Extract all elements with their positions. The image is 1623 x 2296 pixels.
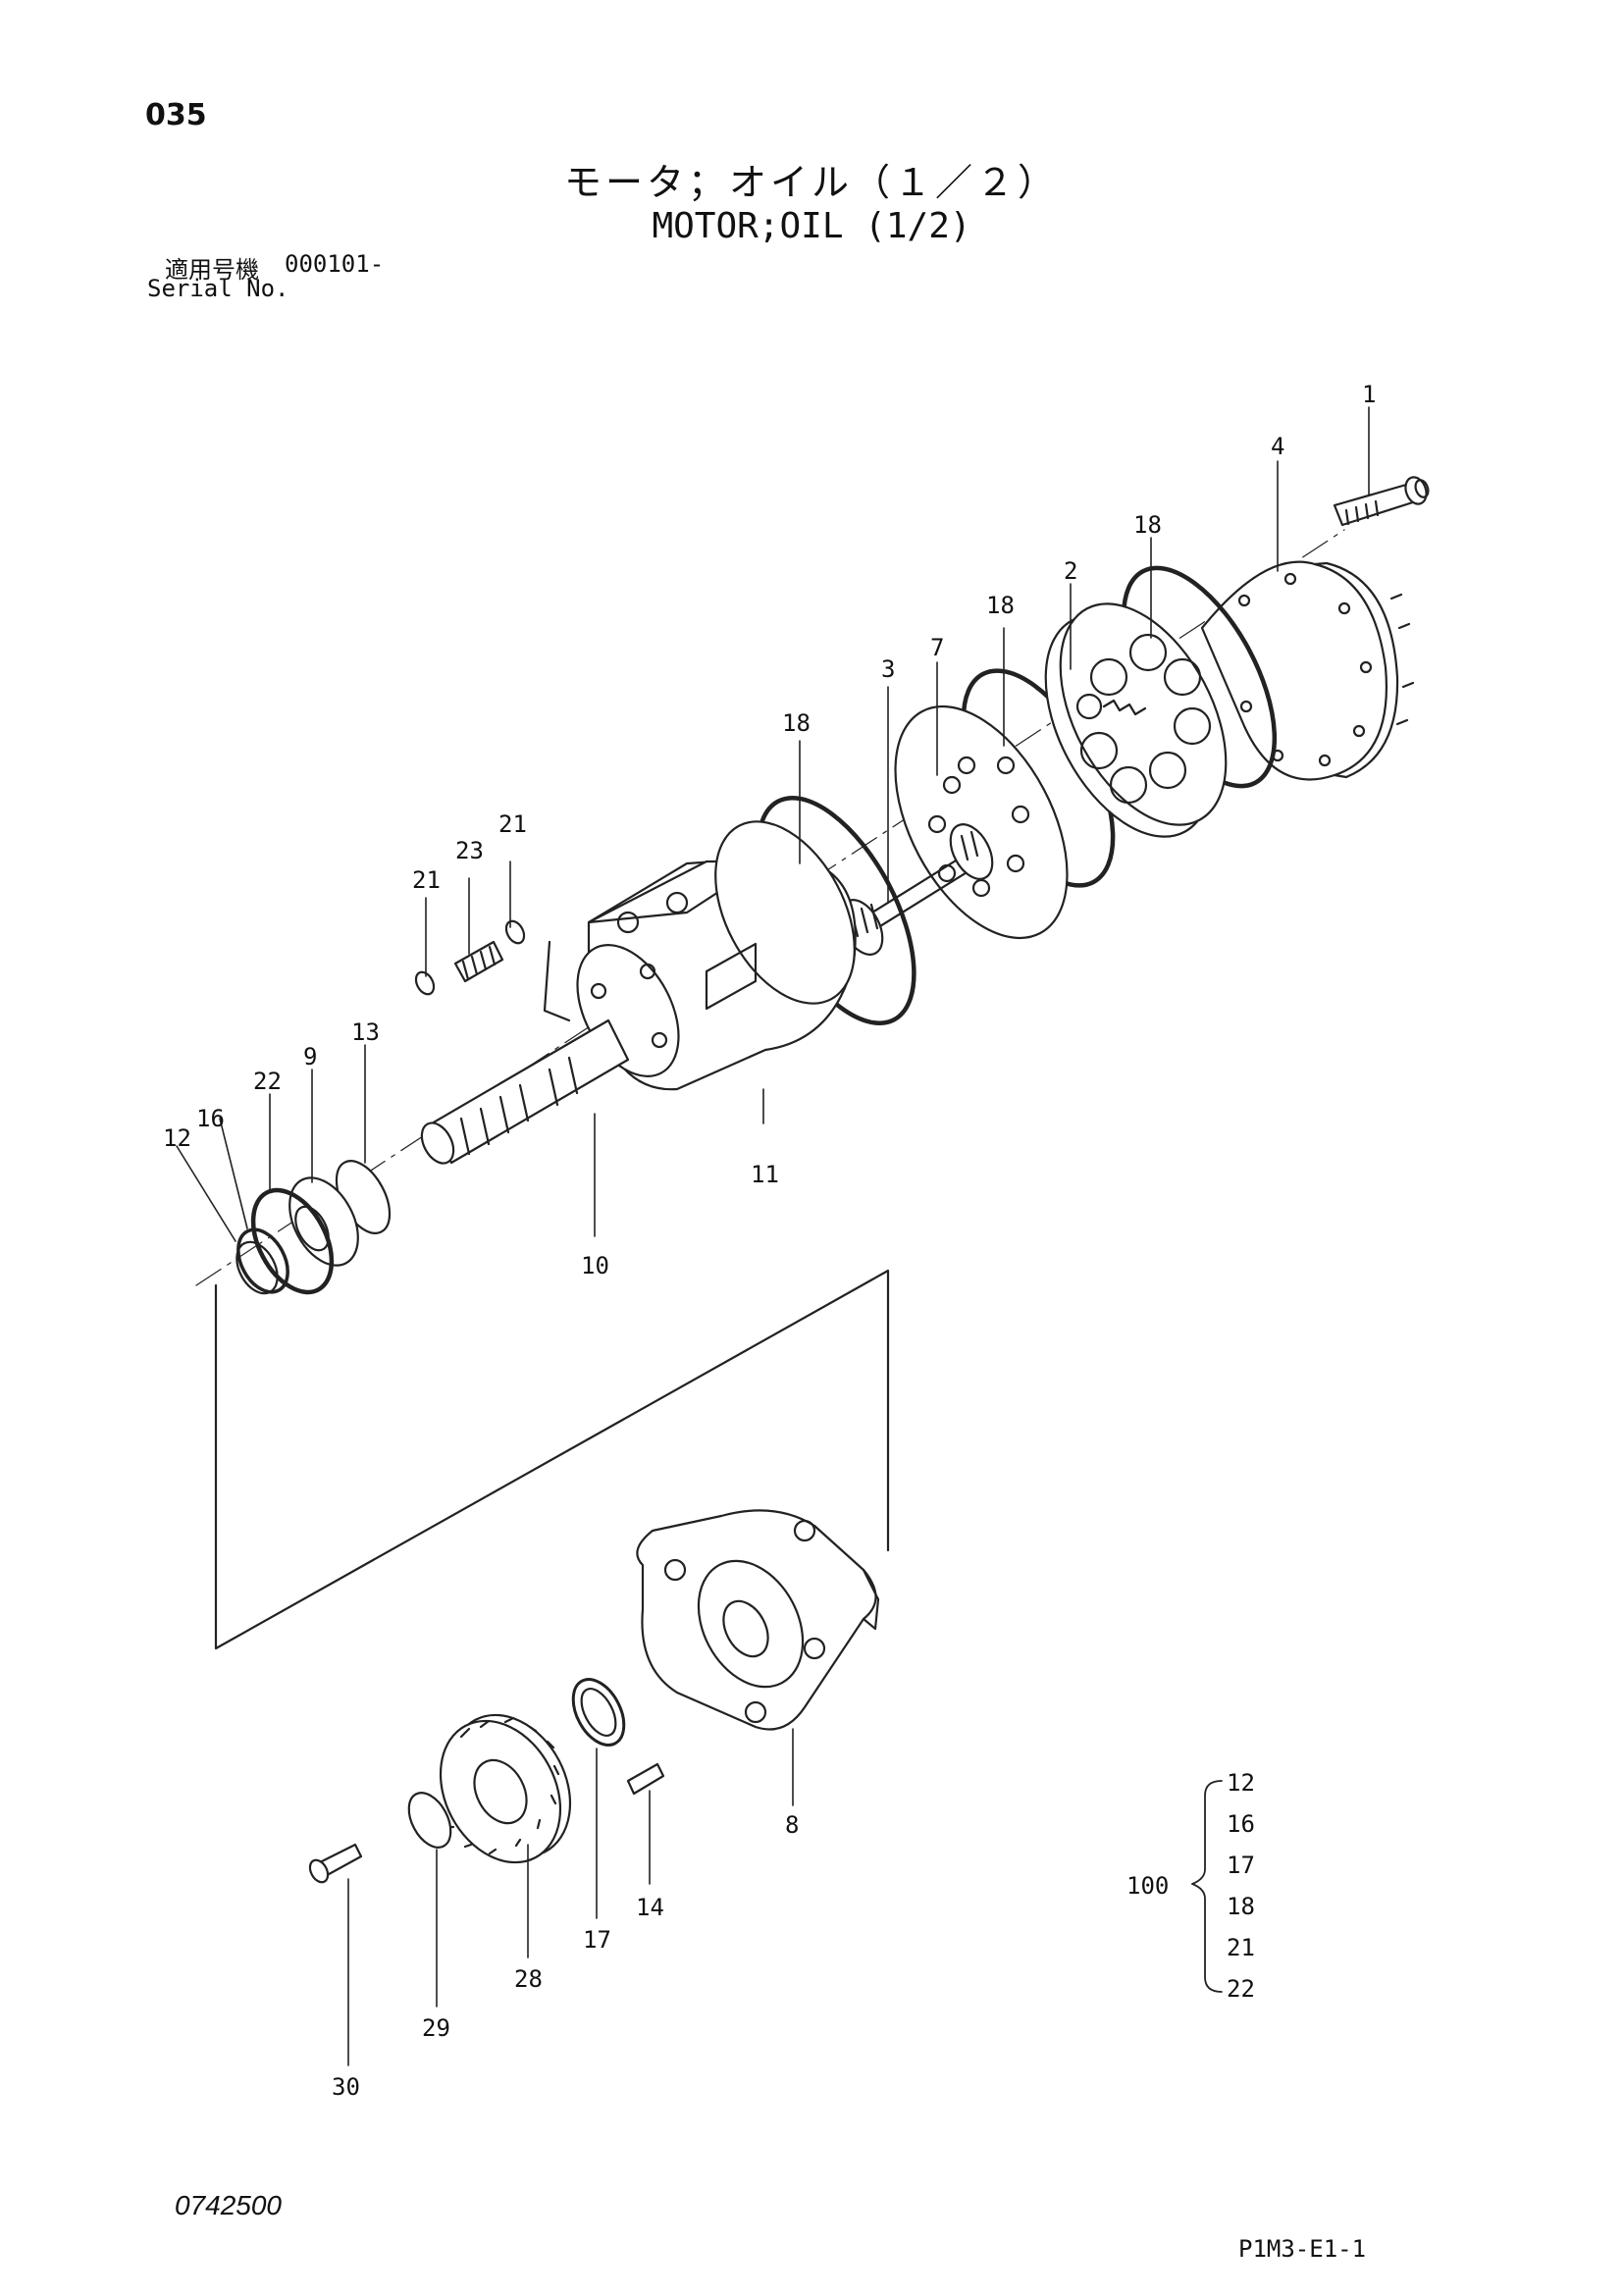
kit-item: 22 <box>1227 1975 1255 2003</box>
part-29-washer <box>407 1792 452 1849</box>
callout-2: 2 <box>1064 557 1077 585</box>
part-28-gear <box>439 1713 572 1864</box>
part-9-bushing <box>288 1176 359 1267</box>
part-21-oring-a <box>414 970 436 996</box>
callout-9: 9 <box>303 1043 317 1070</box>
kit-number: 100 <box>1126 1872 1169 1900</box>
callout-8: 8 <box>785 1811 799 1839</box>
part-23-plug <box>453 940 504 983</box>
kit-item: 12 <box>1227 1769 1255 1797</box>
part-14-screw <box>626 1762 665 1796</box>
part-4-end-cover <box>1200 560 1415 781</box>
title-japanese: モータ；オイル（１／２） <box>563 161 1059 204</box>
callout-17: 17 <box>583 1926 611 1954</box>
kit-brace <box>1191 1780 1223 1993</box>
kit-item: 17 <box>1227 1852 1255 1879</box>
callout-30: 30 <box>332 2073 360 2101</box>
callout-16: 16 <box>196 1105 225 1132</box>
part-11-housing <box>543 820 857 1091</box>
callout-18: 18 <box>782 709 811 737</box>
part-21-oring-b <box>504 919 526 945</box>
part-12-seal <box>236 1240 279 1295</box>
part-7-valve-plate <box>894 704 1069 940</box>
callout-11: 11 <box>751 1161 779 1188</box>
title-english: MOTOR;OIL (1/2) <box>652 206 971 246</box>
callout-10: 10 <box>581 1252 609 1279</box>
callout-23: 23 <box>455 837 484 864</box>
part-2-gerotor <box>1044 602 1228 838</box>
callout-4: 4 <box>1271 433 1284 460</box>
callout-12: 12 <box>163 1124 191 1152</box>
callout-28: 28 <box>514 1965 543 1993</box>
part-16-seal <box>236 1227 289 1294</box>
part-22-oring <box>250 1187 335 1295</box>
callout-18: 18 <box>986 592 1015 619</box>
page-code: P1M3-E1-1 <box>1238 2235 1367 2263</box>
assembly-line <box>214 1269 890 1650</box>
callout-14: 14 <box>636 1894 664 1921</box>
callout-29: 29 <box>422 2014 450 2042</box>
callout-21: 21 <box>498 810 527 838</box>
kit-item: 18 <box>1227 1893 1255 1920</box>
callout-21: 21 <box>412 866 441 894</box>
kit-item: 21 <box>1227 1934 1255 1961</box>
part-1-bolt <box>1333 476 1430 527</box>
part-17-seal <box>571 1678 626 1747</box>
leader-lines <box>176 406 1370 2066</box>
serial-label-japanese: 適用号機 <box>165 256 259 284</box>
page-number: 035 <box>145 98 207 132</box>
part-10-output-shaft <box>420 1018 630 1165</box>
part-30-bolt <box>308 1843 363 1884</box>
callout-1: 1 <box>1362 381 1376 408</box>
serial-number: 000101- <box>285 250 385 278</box>
part-8-mount-flange <box>636 1509 880 1731</box>
serial-label-english: Serial No. <box>147 275 289 302</box>
callout-13: 13 <box>351 1018 380 1046</box>
callout-7: 7 <box>930 634 944 661</box>
kit-item: 16 <box>1227 1810 1255 1838</box>
callout-22: 22 <box>253 1068 282 1095</box>
callout-18: 18 <box>1133 511 1162 539</box>
document-code: 0742500 <box>175 2190 283 2220</box>
callout-3: 3 <box>881 655 895 683</box>
